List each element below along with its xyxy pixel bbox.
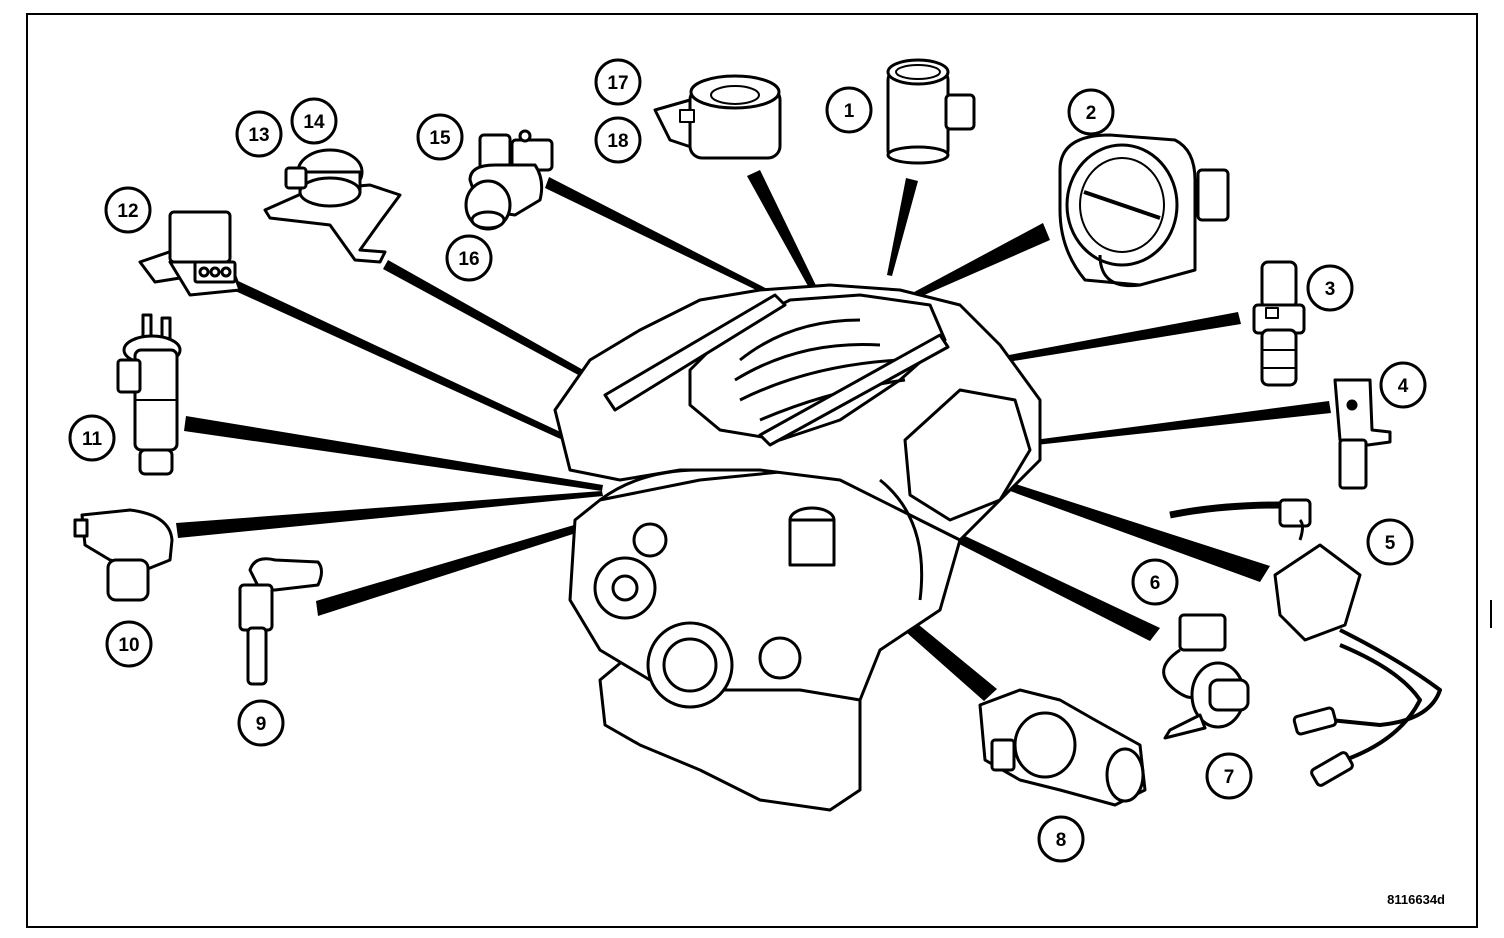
component-12-map-sensor (138, 210, 242, 297)
drawing-code: 8116634d (1387, 892, 1445, 907)
callout-number: 8 (1056, 830, 1067, 851)
callout-circle (1366, 518, 1414, 566)
component-6-7-sensor (1162, 613, 1250, 740)
callout-2: 2 (1067, 88, 1115, 136)
callout-number: 9 (256, 714, 267, 735)
callout-18: 18 (594, 116, 642, 164)
leader-1 (887, 178, 918, 276)
callout-17: 17 (594, 58, 642, 106)
oil-filter-body (788, 518, 836, 567)
callout-number: 3 (1325, 279, 1336, 300)
callout-number: 7 (1224, 767, 1235, 788)
leader-10 (176, 491, 603, 538)
callout-13: 13 (235, 110, 283, 158)
callout-circle (105, 620, 153, 668)
callout-14: 14 (290, 97, 338, 145)
callout-number: 18 (607, 131, 628, 152)
callout-number: 15 (429, 128, 451, 149)
callout-circle (445, 234, 493, 282)
callout-8: 8 (1037, 815, 1085, 863)
callout-number: 6 (1150, 573, 1161, 594)
callout-circle (68, 414, 116, 462)
component-17-18-knock-sensor (653, 74, 782, 160)
callout-number: 16 (458, 249, 479, 270)
component-8-air-pump (978, 688, 1147, 807)
callout-6: 6 (1131, 558, 1179, 606)
idler-pulley-1 (758, 636, 802, 680)
leader-15 (545, 177, 781, 301)
component-2-throttle-body (1058, 133, 1230, 288)
leader-4 (1034, 401, 1331, 445)
component-3-fuel-injector (1252, 260, 1306, 387)
callout-circle (1205, 752, 1253, 800)
callout-circle (825, 86, 873, 134)
engine-assembly (553, 283, 1042, 812)
component-10-cam-sensor (73, 508, 174, 602)
component-5-oxygen-sensor (1169, 498, 1442, 787)
callout-circle (1037, 815, 1085, 863)
leader-2 (903, 223, 1050, 303)
component-9-coolant-sensor (238, 557, 323, 686)
callout-number: 10 (118, 635, 139, 656)
callout-4: 4 (1379, 361, 1427, 409)
component-1-maf-sensor (886, 58, 976, 165)
callout-circle (237, 699, 285, 747)
callout-3: 3 (1306, 264, 1354, 312)
leader-13 (383, 260, 633, 403)
leader-3 (950, 312, 1241, 371)
callout-number: 11 (82, 429, 103, 450)
callout-10: 10 (105, 620, 153, 668)
component-15-16-solenoid (464, 129, 554, 231)
diagram-frame (26, 13, 1478, 928)
callout-16: 16 (445, 234, 493, 282)
callout-circle (104, 186, 152, 234)
callout-circle (290, 97, 338, 145)
callout-5: 5 (1366, 518, 1414, 566)
component-13-14-sensor (263, 148, 402, 264)
callout-11: 11 (68, 414, 116, 462)
intake-runners (734, 318, 906, 422)
leader-5 (966, 469, 1270, 582)
leader-11 (184, 416, 603, 491)
right-head-accessories (903, 388, 1032, 522)
callout-circle (1067, 88, 1115, 136)
leader-12 (233, 280, 633, 471)
callout-9: 9 (237, 699, 285, 747)
crank-pulley-inner (662, 637, 718, 693)
callout-circle (594, 58, 642, 106)
timing-cover (599, 468, 924, 601)
component-11-pressure-sensor (116, 313, 182, 476)
components (73, 58, 1442, 807)
callout-7: 7 (1205, 752, 1253, 800)
callout-circle (1306, 264, 1354, 312)
water-pump-pulley-hub (611, 574, 639, 602)
callout-circle (1379, 361, 1427, 409)
component-4-crank-sensor (1333, 378, 1392, 490)
callout-1: 1 (825, 86, 873, 134)
callout-circle (1131, 558, 1179, 606)
callout-number: 2 (1086, 103, 1097, 124)
callout-15: 15 (416, 113, 464, 161)
callout-circle (594, 116, 642, 164)
idler-pulley-2 (632, 522, 668, 558)
valve-cover-bar-right (758, 333, 950, 447)
valve-cover-bar-left (603, 293, 787, 412)
callout-12: 12 (104, 186, 152, 234)
callout-number: 17 (607, 73, 628, 94)
callout-number: 1 (844, 101, 855, 122)
callout-number: 13 (248, 125, 269, 146)
callout-circle (416, 113, 464, 161)
callout-circle (235, 110, 283, 158)
callout-number: 12 (117, 201, 138, 222)
callout-number: 14 (303, 112, 325, 133)
callout-number: 4 (1398, 376, 1409, 397)
callout-number: 5 (1385, 533, 1396, 554)
